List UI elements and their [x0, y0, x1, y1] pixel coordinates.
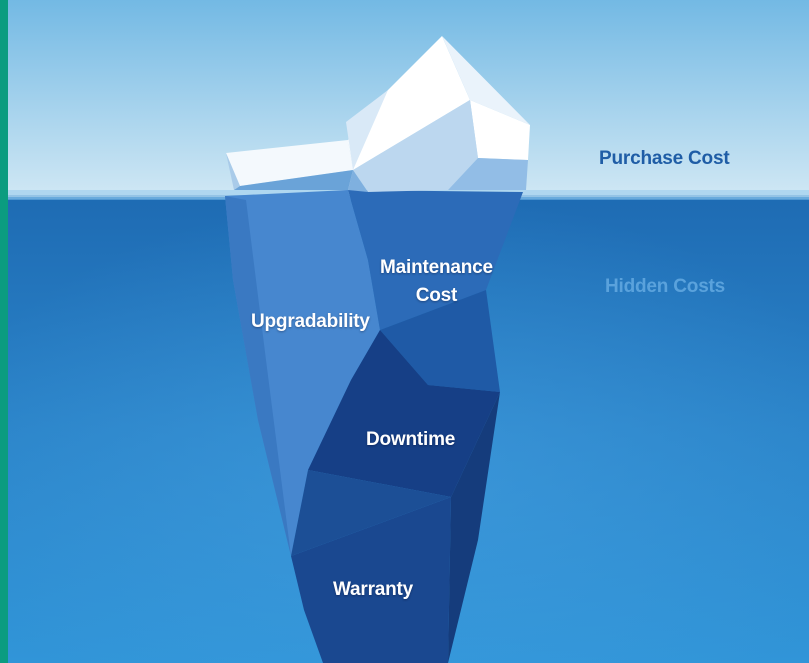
upgradability-label: Upgradability	[251, 311, 370, 332]
hidden-costs-label: Hidden Costs	[605, 276, 726, 297]
maintenance-cost-line2: Cost	[415, 285, 458, 306]
maintenance-cost-line1: Maintenance	[380, 257, 493, 278]
iceberg-tip	[226, 36, 530, 192]
downtime-label: Downtime	[366, 429, 456, 450]
maintenance-cost-label: Maintenance Cost	[380, 254, 493, 310]
frame-border	[0, 0, 8, 663]
iceberg-scene: Purchase Cost Hidden Costs Maintenance C…	[8, 0, 809, 663]
warranty-label: Warranty	[333, 579, 414, 600]
iceberg-graphic	[8, 0, 809, 663]
underwater-iceberg	[225, 190, 523, 663]
purchase-cost-label: Purchase Cost	[599, 148, 730, 169]
